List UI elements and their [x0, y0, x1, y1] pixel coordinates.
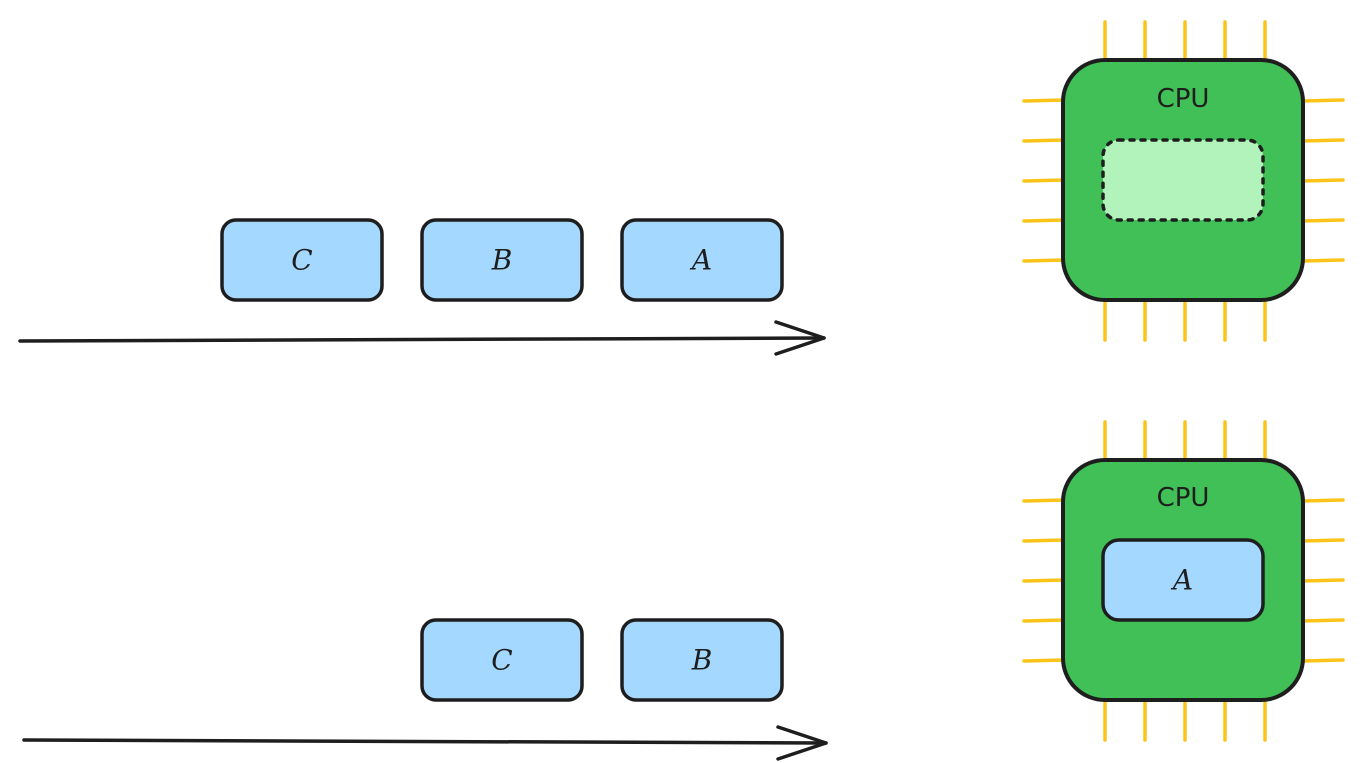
task-label: A	[1170, 564, 1193, 597]
task-label: B	[691, 644, 713, 677]
cpu-pins-right	[1300, 498, 1345, 663]
task-box-c: C	[220, 218, 384, 302]
cpu-title: CPU	[1157, 483, 1210, 513]
ready-queue: C B	[420, 618, 784, 702]
task-box-b: B	[620, 618, 784, 702]
task-label: C	[491, 644, 512, 677]
cpu-pins-left	[1022, 498, 1067, 663]
cpu-pins-right	[1300, 98, 1345, 263]
cpu-chip: CPU	[1022, 20, 1345, 342]
ready-queue: C B A	[220, 218, 784, 302]
task-label: C	[291, 244, 312, 277]
queue-arrow	[22, 725, 828, 761]
cpu-slot-empty	[1101, 138, 1265, 222]
arrow-head	[774, 320, 826, 356]
cpu-slot-task-box	[1101, 538, 1265, 622]
queue-arrow	[18, 320, 826, 356]
task-box-b: B	[420, 218, 584, 302]
arrow-head	[776, 725, 828, 761]
cpu-pins-top	[1103, 420, 1267, 464]
task-label: A	[689, 244, 712, 277]
scene-before: C B A	[18, 20, 1345, 356]
arrow-shaft	[22, 738, 828, 745]
cpu-title: CPU	[1157, 84, 1210, 114]
task-box-c: C	[420, 618, 584, 702]
cpu-pins-top	[1103, 20, 1267, 64]
task-label: B	[491, 244, 513, 277]
arrow-shaft	[18, 336, 826, 343]
cpu-running-task: A	[1101, 538, 1265, 622]
cpu-pins-left	[1022, 98, 1067, 263]
cpu-pins-bottom	[1103, 296, 1267, 342]
scene-after: C B	[22, 420, 1345, 761]
cpu-chip: CPU A	[1022, 420, 1345, 742]
task-box-a: A	[620, 218, 784, 302]
cpu-pins-bottom	[1103, 696, 1267, 742]
